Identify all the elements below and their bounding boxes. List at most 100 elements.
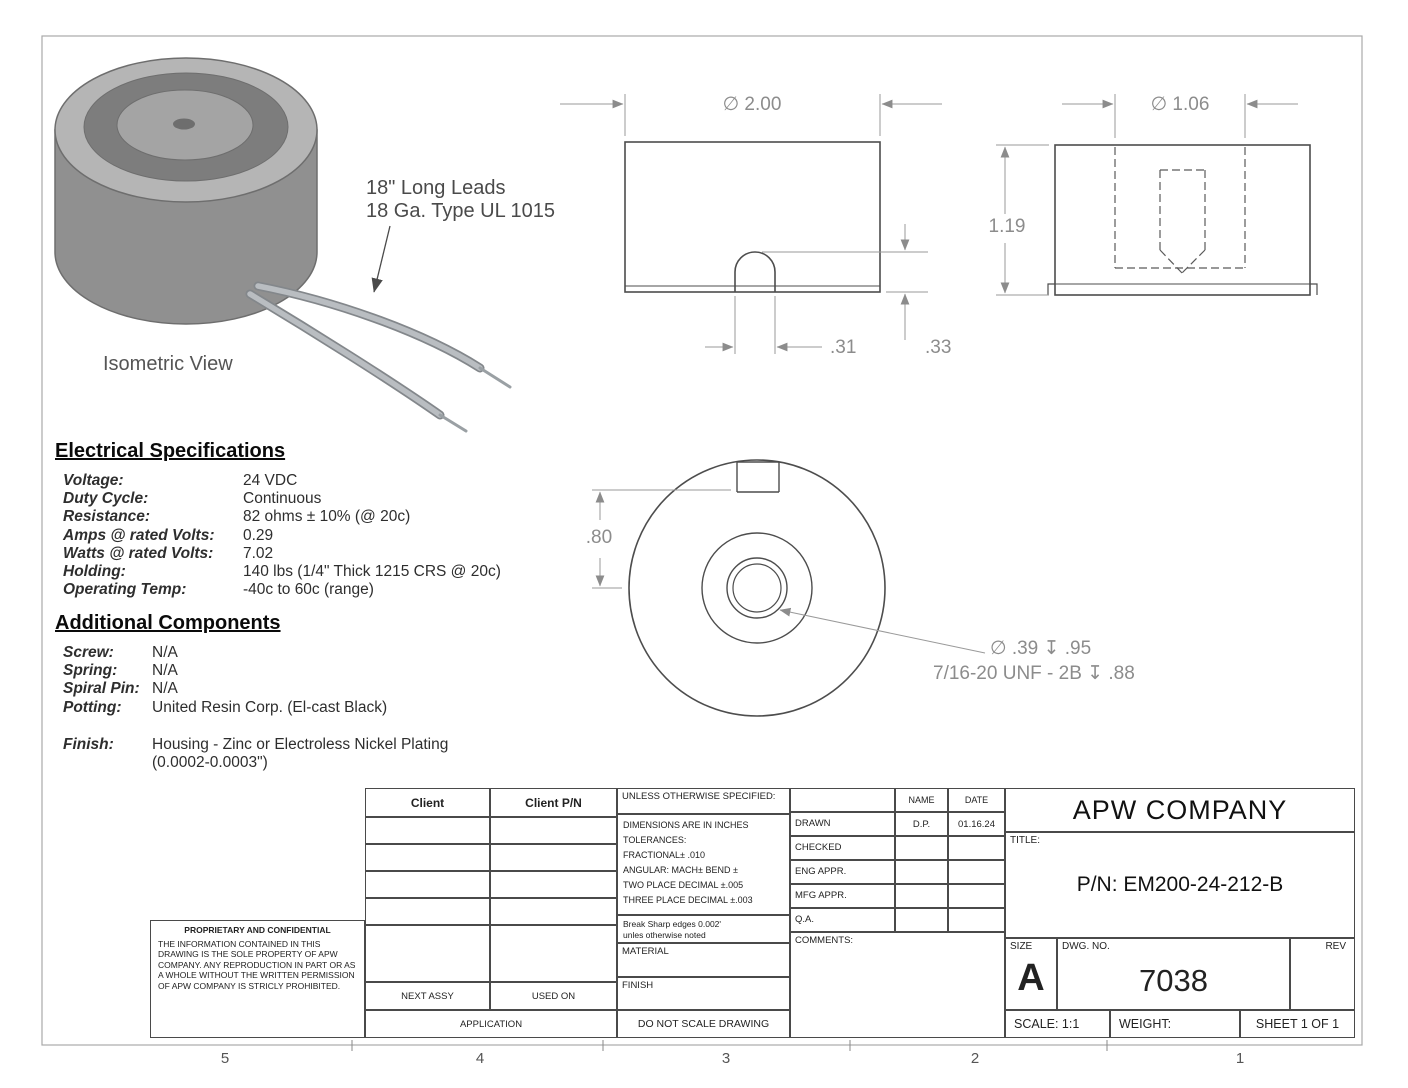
- comments-cell: COMMENTS:: [790, 932, 1005, 1038]
- tolerance-line: DIMENSIONS ARE IN INCHES: [623, 820, 749, 830]
- title-label: TITLE:: [1010, 835, 1041, 846]
- client-pn-row-cell: [490, 925, 617, 982]
- spec-label: Operating Temp:: [63, 581, 187, 599]
- client-pn-row-cell: [490, 898, 617, 925]
- dwg-number: 7038: [1139, 963, 1208, 998]
- spec-label: Holding:: [63, 563, 126, 581]
- break-note-line1: Break Sharp edges 0.002': [623, 919, 722, 929]
- spec-value: 82 ohms ± 10% (@ 20c): [243, 508, 411, 526]
- spec-value: 140 lbs (1/4" Thick 1215 CRS @ 20c): [243, 563, 501, 581]
- spec-label: Screw:: [63, 644, 114, 661]
- front-view-dimensions: [560, 94, 942, 354]
- client-pn-row-cell: [490, 871, 617, 898]
- spec-row-watts: Watts @ rated Volts:7.02: [55, 545, 565, 563]
- tolerance-line: TWO PLACE DECIMAL ±.005: [623, 880, 744, 890]
- leads-note-line1: 18" Long Leads: [366, 177, 505, 199]
- spec-value: United Resin Corp. (El-cast Black): [152, 698, 388, 716]
- approval-date-eng-appr: [948, 860, 1005, 884]
- approval-name-qa: [895, 908, 948, 932]
- approval-date-mfg-appr: [948, 884, 1005, 908]
- spec-value: N/A: [152, 644, 178, 661]
- sheet-cell: SHEET 1 OF 1: [1240, 1010, 1355, 1038]
- spec-value: 7.02: [243, 544, 274, 562]
- spec-label: Spiral Pin:: [63, 680, 140, 698]
- tolerances-cell: DIMENSIONS ARE IN INCHES TOLERANCES: FRA…: [617, 814, 790, 915]
- spec-row-holding: Holding: 140 lbs (1/4" Thick 1215 CRS @ 2…: [55, 563, 565, 581]
- name-header: NAME: [895, 788, 948, 812]
- tolerance-line: TOLERANCES:: [623, 835, 687, 845]
- client-pn-row-cell: [490, 844, 617, 871]
- lead-wires: [245, 281, 512, 433]
- unless-otherwise-cell: UNLESS OTHERWISE SPECIFIED:: [617, 788, 790, 814]
- dwg-no-label: DWG. NO.: [1062, 941, 1110, 952]
- lead-exit-dome: [734, 251, 776, 292]
- scale-cell: SCALE: 1:1: [1005, 1010, 1110, 1038]
- side-view: [1047, 144, 1318, 296]
- spec-row-spring: Spring: N/A: [55, 662, 565, 680]
- spec-value: Housing - Zinc or Electroless Nickel Pla…: [152, 736, 565, 772]
- leads-note-arrow: [371, 225, 391, 293]
- thread-note-line2: 7/16-20 UNF - 2B ↧ .88: [933, 663, 1135, 684]
- spec-row-resistance: Resistance:82 ohms ± 10% (@ 20c): [55, 508, 565, 526]
- approval-header-spacer: [790, 788, 895, 812]
- ruler-zone-4: 4: [476, 1050, 484, 1067]
- used-on-cell: USED ON: [490, 982, 617, 1010]
- spec-row-potting: Potting: United Resin Corp. (El-cast Blac…: [55, 699, 565, 717]
- sheet-border: [41, 35, 1363, 1046]
- application-cell: APPLICATION: [365, 1010, 617, 1038]
- approval-name-checked: [895, 836, 948, 860]
- size-label: SIZE: [1010, 941, 1033, 952]
- finish-value-line1: Housing - Zinc or Electroless Nickel Pla…: [152, 735, 449, 753]
- approval-date-checked: [948, 836, 1005, 860]
- spec-row-finish: Finish: Housing - Zinc or Electroless Ni…: [55, 736, 565, 772]
- spec-label: Spring:: [63, 662, 118, 680]
- side-view-hidden-lines: [1114, 147, 1246, 274]
- spec-value: N/A: [152, 662, 178, 680]
- spec-row-amps: Amps @ rated Volts:0.29: [55, 527, 565, 545]
- proprietary-title: PROPRIETARY AND CONFIDENTIAL: [184, 925, 331, 935]
- spec-row-duty-cycle: Duty Cycle:Continuous: [55, 490, 565, 508]
- bottom-view-dimensions: [592, 489, 986, 654]
- title-block: Client Client P/N NEXT ASSY USED ON APPL…: [150, 788, 1355, 1040]
- client-row-cell: [365, 925, 490, 982]
- approval-label-drawn: DRAWN: [790, 812, 895, 836]
- size-cell: SIZE A: [1005, 938, 1057, 1010]
- break-note-line2: unles otherwise noted: [623, 929, 706, 940]
- front-width-dim: .31: [830, 337, 856, 358]
- ruler-zone-1: 1: [1236, 1050, 1244, 1067]
- client-pn-row-cell: [490, 817, 617, 844]
- additional-title: Additional Components: [55, 612, 281, 634]
- finish-value-line2: (0.0002-0.0003"): [152, 754, 268, 772]
- ruler-zone-5: 5: [221, 1050, 229, 1067]
- client-row-cell: [365, 898, 490, 925]
- additional-components: Additional Components Screw: N/A Spring: N…: [55, 612, 565, 772]
- center-hole: [173, 118, 195, 130]
- front-height-dim: .33: [925, 337, 951, 358]
- bottom-offset-dim: .80: [586, 527, 612, 548]
- spec-row-operating-temp: Operating Temp: -40c to 60c (range): [55, 581, 565, 599]
- material-cell: MATERIAL: [617, 943, 790, 977]
- spec-label: Potting:: [63, 698, 122, 716]
- spec-value: -40c to 60c (range): [243, 581, 374, 599]
- approval-label-qa: Q.A.: [790, 908, 895, 932]
- client-row-cell: [365, 844, 490, 871]
- proprietary-box: PROPRIETARY AND CONFIDENTIAL THE INFORMA…: [150, 920, 365, 1038]
- side-diameter-dim: ∅ 1.06: [1151, 94, 1210, 115]
- tolerance-line: FRACTIONAL± .010: [623, 850, 705, 860]
- break-edges-cell: Break Sharp edges 0.002' unles otherwise…: [617, 915, 790, 943]
- front-diameter-dim: ∅ 2.00: [723, 94, 782, 115]
- approval-name-drawn: D.P.: [895, 812, 948, 836]
- isometric-view: 18" Long Leads 18 Ga. Type UL 1015 Isome…: [54, 57, 555, 433]
- part-number: P/N: EM200-24-212-B: [1076, 873, 1284, 896]
- spec-row-voltage: Voltage:24 VDC: [55, 472, 565, 490]
- title-cell: TITLE: P/N: EM200-24-212-B: [1005, 832, 1355, 938]
- spec-value: 0.29: [243, 526, 274, 544]
- dwg-no-cell: DWG. NO. 7038: [1057, 938, 1290, 1010]
- client-row-cell: [365, 817, 490, 844]
- approval-label-eng-appr: ENG APPR.: [790, 860, 895, 884]
- approval-name-eng-appr: [895, 860, 948, 884]
- client-row-cell: [365, 871, 490, 898]
- weight-cell: WEIGHT:: [1110, 1010, 1240, 1038]
